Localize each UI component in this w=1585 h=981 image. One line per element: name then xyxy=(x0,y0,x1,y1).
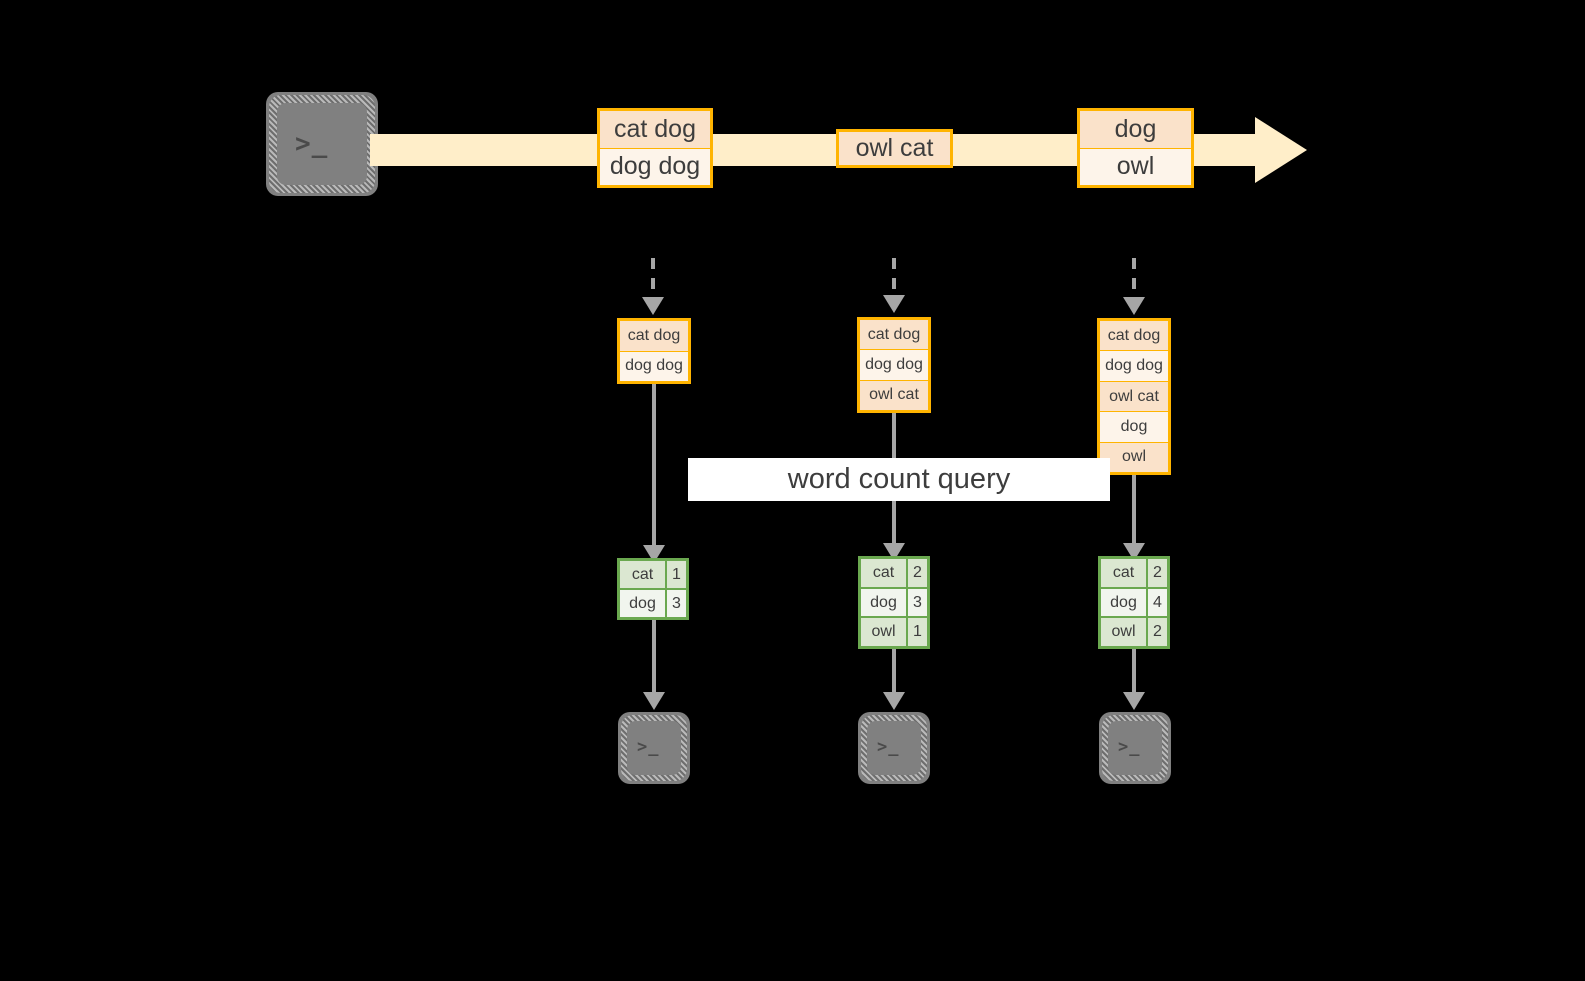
accumulated-record-line: cat dog xyxy=(860,320,928,351)
query-connector-3 xyxy=(1132,475,1136,547)
query-label: word count query xyxy=(688,458,1110,501)
feed-connector-1 xyxy=(651,258,655,300)
sink-terminal-2-icon[interactable]: >_ xyxy=(858,712,930,784)
count-value: 2 xyxy=(1153,623,1162,641)
sink-connector-2-arrowhead xyxy=(883,692,905,710)
sink-terminal-3-icon[interactable]: >_ xyxy=(1099,712,1171,784)
terminal-prompt-glyph: >_ xyxy=(877,737,900,757)
sink-connector-1-arrowhead xyxy=(643,692,665,710)
table-row: cat 2 xyxy=(861,559,927,589)
stream-record-line: owl xyxy=(1080,148,1191,185)
count-value: 1 xyxy=(672,565,681,583)
source-terminal-icon[interactable]: >_ xyxy=(266,92,378,196)
count-word: owl xyxy=(1101,618,1148,647)
count-value: 2 xyxy=(1153,563,1162,581)
sink-connector-3 xyxy=(1132,649,1136,696)
table-row: owl 2 xyxy=(1101,618,1167,647)
terminal-body xyxy=(277,103,367,185)
feed-connector-2 xyxy=(892,258,896,298)
count-value: 2 xyxy=(913,563,922,581)
accumulated-record-line: owl cat xyxy=(860,380,928,410)
feed-connector-2-arrowhead xyxy=(883,295,905,313)
word-count-table-2: cat 2 dog 3 owl 1 xyxy=(858,556,930,649)
accumulated-record-line: owl xyxy=(1100,442,1168,473)
sink-terminal-1-icon[interactable]: >_ xyxy=(618,712,690,784)
terminal-prompt-glyph: >_ xyxy=(1118,737,1141,757)
accumulated-record-line: cat dog xyxy=(1100,321,1168,352)
stream-record-line: owl cat xyxy=(839,132,950,165)
stream-record-3: dog owl xyxy=(1077,108,1194,188)
table-row: owl 1 xyxy=(861,618,927,647)
terminal-body xyxy=(867,721,921,775)
table-row: cat 1 xyxy=(620,561,686,590)
count-value: 1 xyxy=(913,623,922,641)
count-value: 4 xyxy=(1153,593,1162,611)
terminal-prompt-glyph: >_ xyxy=(295,129,329,159)
accumulated-records-3: cat dog dog dog owl cat dog owl xyxy=(1097,318,1171,475)
feed-connector-3-arrowhead xyxy=(1123,297,1145,315)
count-value: 3 xyxy=(672,594,681,612)
count-word: dog xyxy=(861,588,908,617)
query-connector-1 xyxy=(652,384,656,549)
accumulated-records-2: cat dog dog dog owl cat xyxy=(857,317,931,413)
accumulated-record-line: dog xyxy=(1100,412,1168,443)
stream-record-2: owl cat xyxy=(836,129,953,168)
accumulated-record-line: cat dog xyxy=(620,321,688,352)
accumulated-records-1: cat dog dog dog xyxy=(617,318,691,384)
terminal-body xyxy=(627,721,681,775)
count-value: 3 xyxy=(913,593,922,611)
accumulated-record-line: dog dog xyxy=(620,351,688,381)
count-word: cat xyxy=(861,559,908,587)
count-word: dog xyxy=(1101,588,1148,617)
table-row: cat 2 xyxy=(1101,559,1167,589)
table-row: dog 3 xyxy=(620,590,686,617)
table-row: dog 4 xyxy=(1101,588,1167,619)
feed-connector-1-arrowhead xyxy=(642,297,664,315)
count-word: cat xyxy=(1101,559,1148,587)
stream-record-line: cat dog xyxy=(600,111,710,149)
count-word: owl xyxy=(861,618,908,647)
terminal-prompt-glyph: >_ xyxy=(637,737,660,757)
accumulated-record-line: dog dog xyxy=(1100,351,1168,382)
stream-record-line: dog dog xyxy=(600,148,710,185)
count-word: cat xyxy=(620,561,667,588)
sink-connector-3-arrowhead xyxy=(1123,692,1145,710)
stream-record-1: cat dog dog dog xyxy=(597,108,713,188)
feed-connector-3 xyxy=(1132,258,1136,300)
accumulated-record-line: owl cat xyxy=(1100,381,1168,413)
table-row: dog 3 xyxy=(861,588,927,619)
stream-record-line: dog xyxy=(1080,111,1191,149)
stream-arrow-head xyxy=(1255,117,1310,183)
count-word: dog xyxy=(620,590,667,617)
word-count-table-3: cat 2 dog 4 owl 2 xyxy=(1098,556,1170,649)
word-count-table-1: cat 1 dog 3 xyxy=(617,558,689,620)
accumulated-record-line: dog dog xyxy=(860,350,928,381)
terminal-body xyxy=(1108,721,1162,775)
sink-connector-1 xyxy=(652,620,656,696)
sink-connector-2 xyxy=(892,649,896,696)
